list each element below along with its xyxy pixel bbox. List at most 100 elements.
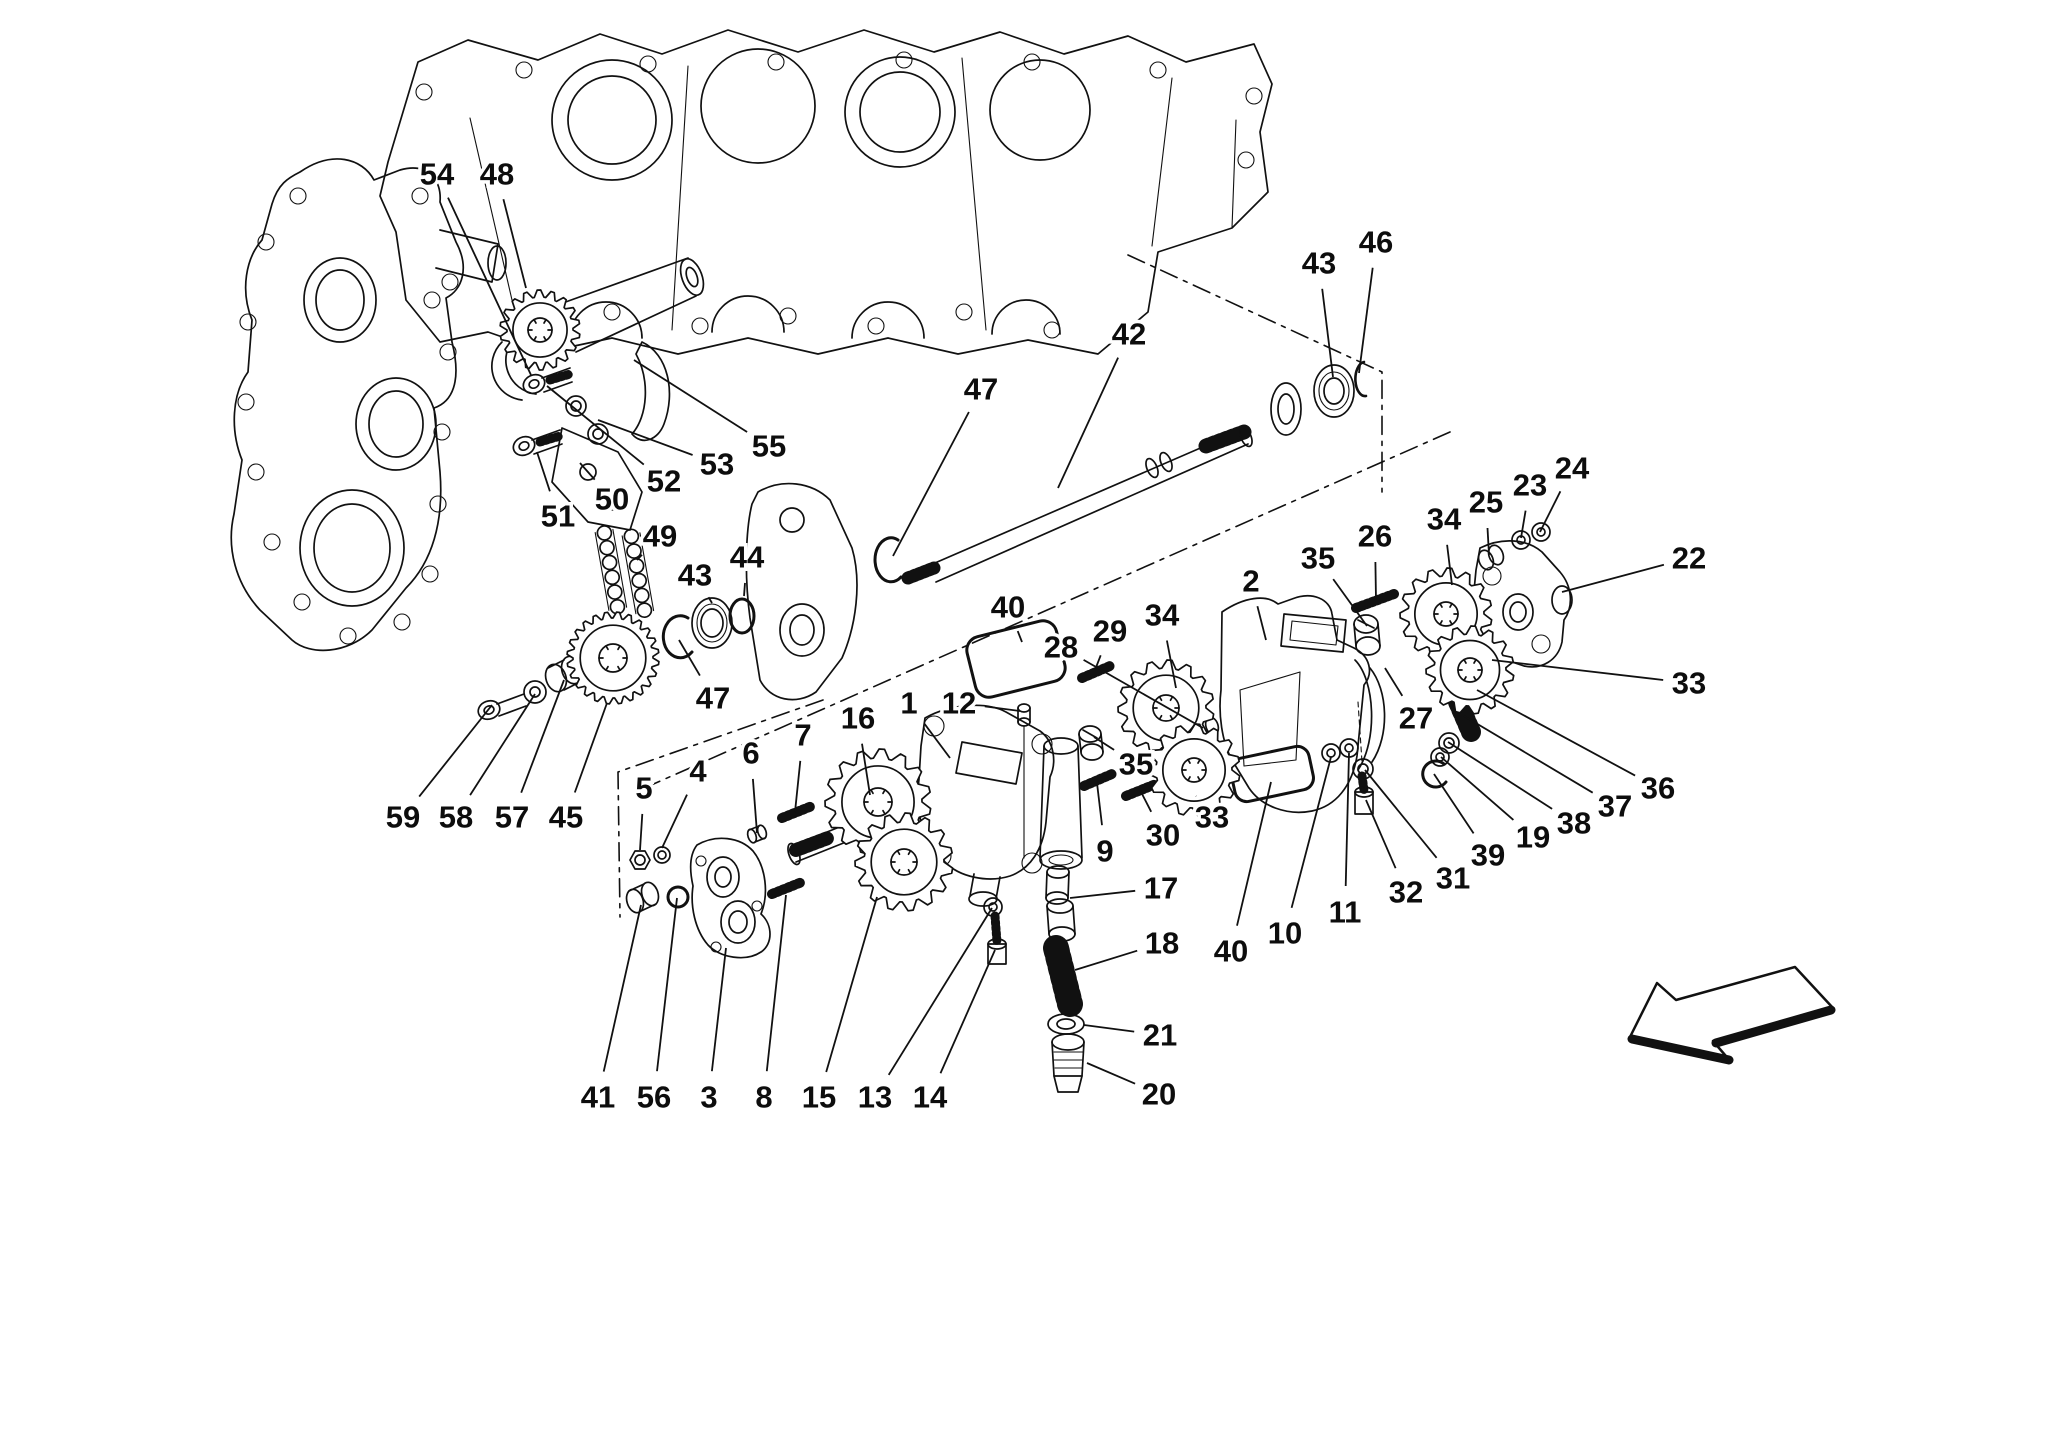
callout-30: 30 [1146,818,1180,853]
callout-leader-10 [1290,756,1332,909]
callout-leader-30 [1139,789,1153,813]
mounting-bracket-artwork [745,482,858,701]
front-cover-artwork [230,158,507,652]
callout-49: 49 [643,519,677,554]
callout-16: 16 [841,701,875,736]
callout-leader-46 [1358,267,1374,374]
callout-leader-42 [1057,357,1119,489]
callout-leader-54 [447,197,532,376]
callout-15: 15 [802,1080,836,1115]
callout-leader-27 [1384,667,1404,697]
callout-leader-47 [892,411,970,557]
callout-leader-41 [602,904,642,1072]
callout-leader-38 [1447,741,1553,810]
callout-41: 41 [581,1080,615,1115]
callout-33: 33 [1195,800,1229,835]
callout-29: 29 [1093,614,1127,649]
callout-56: 56 [637,1080,671,1115]
callout-leader-4 [661,794,688,849]
callout-leader-49 [636,554,643,561]
chain-guide-artwork [512,341,671,531]
callout-leader-39 [1433,773,1475,834]
callout-leader-26 [1374,561,1377,601]
callout-2: 2 [1242,564,1259,599]
callout-leader-40 [1236,781,1272,926]
direction-arrow-icon [1627,965,1836,1065]
callout-leader-43 [1321,288,1334,378]
callout-leader-31 [1364,769,1438,859]
callout-leader-50 [579,462,596,481]
callout-3: 3 [700,1080,717,1115]
callout-leader-16 [861,743,871,796]
callout-leader-9 [1096,782,1103,826]
callout-leader-59 [418,704,493,798]
callout-leader-25 [1486,527,1490,556]
callout-leader-23 [1520,510,1527,539]
callout-leader-36 [1476,689,1636,777]
callout-leader-11 [1344,752,1350,887]
callout-32: 32 [1389,875,1423,910]
callout-40: 40 [991,590,1025,625]
callout-28: 28 [1044,630,1078,665]
callout-53: 53 [700,447,734,482]
callout-22: 22 [1672,541,1706,576]
callout-leader-55 [633,359,748,433]
callout-47: 47 [964,372,998,407]
callout-14: 14 [913,1080,948,1115]
callout-24: 24 [1555,451,1590,486]
callout-leader-21 [1083,1024,1135,1033]
callout-12: 12 [942,686,976,721]
callout-21: 21 [1143,1018,1177,1053]
callout-leader-34 [1166,640,1177,689]
callout-34: 34 [1145,598,1180,633]
callout-11: 11 [1329,895,1362,930]
callout-leader-14 [939,949,996,1074]
callout-4: 4 [689,754,707,789]
callout-leader-43 [707,596,713,604]
callout-leader-45 [573,702,608,793]
callout-leader-28 [1083,659,1204,729]
callout-26: 26 [1358,519,1392,554]
callout-leader-18 [1074,949,1138,971]
callout-leader-24 [1539,490,1562,533]
callout-40: 40 [1214,934,1248,969]
chain-artwork [594,525,655,619]
callout-leader-15 [825,896,878,1073]
callout-25: 25 [1469,485,1503,520]
callout-leader-34 [1446,544,1453,586]
callout-leader-57 [520,679,565,794]
callout-23: 23 [1513,468,1547,503]
callout-leader-2 [1256,605,1267,641]
callout-47: 47 [696,681,730,716]
callout-5: 5 [635,771,652,806]
callout-7: 7 [794,718,811,753]
callout-leader-12 [984,705,1021,712]
callout-leader-40 [1016,630,1023,643]
callout-17: 17 [1144,871,1178,906]
callout-31: 31 [1436,861,1470,896]
callout-leader-56 [656,897,678,1072]
callout-35: 35 [1301,541,1335,576]
callout-44: 44 [730,540,765,575]
callout-leader-33 [1491,659,1664,681]
callout-leader-35 [1332,578,1368,627]
callout-leader-35 [1093,736,1115,751]
callout-leader-20 [1086,1062,1136,1085]
callout-leader-5 [639,813,644,851]
callout-33: 33 [1672,666,1706,701]
callout-13: 13 [858,1080,892,1115]
construction-lines [617,254,1451,918]
callout-leader-3 [711,947,727,1072]
callout-18: 18 [1145,926,1179,961]
callout-leader-6 [752,778,758,834]
callout-leader-58 [469,693,536,796]
callout-leader-48 [502,198,527,289]
callout-1: 1 [900,686,917,721]
callout-59: 59 [386,800,420,835]
callout-leader-19 [1440,756,1514,821]
callout-leader-52 [546,385,645,466]
callout-43: 43 [1302,246,1336,281]
